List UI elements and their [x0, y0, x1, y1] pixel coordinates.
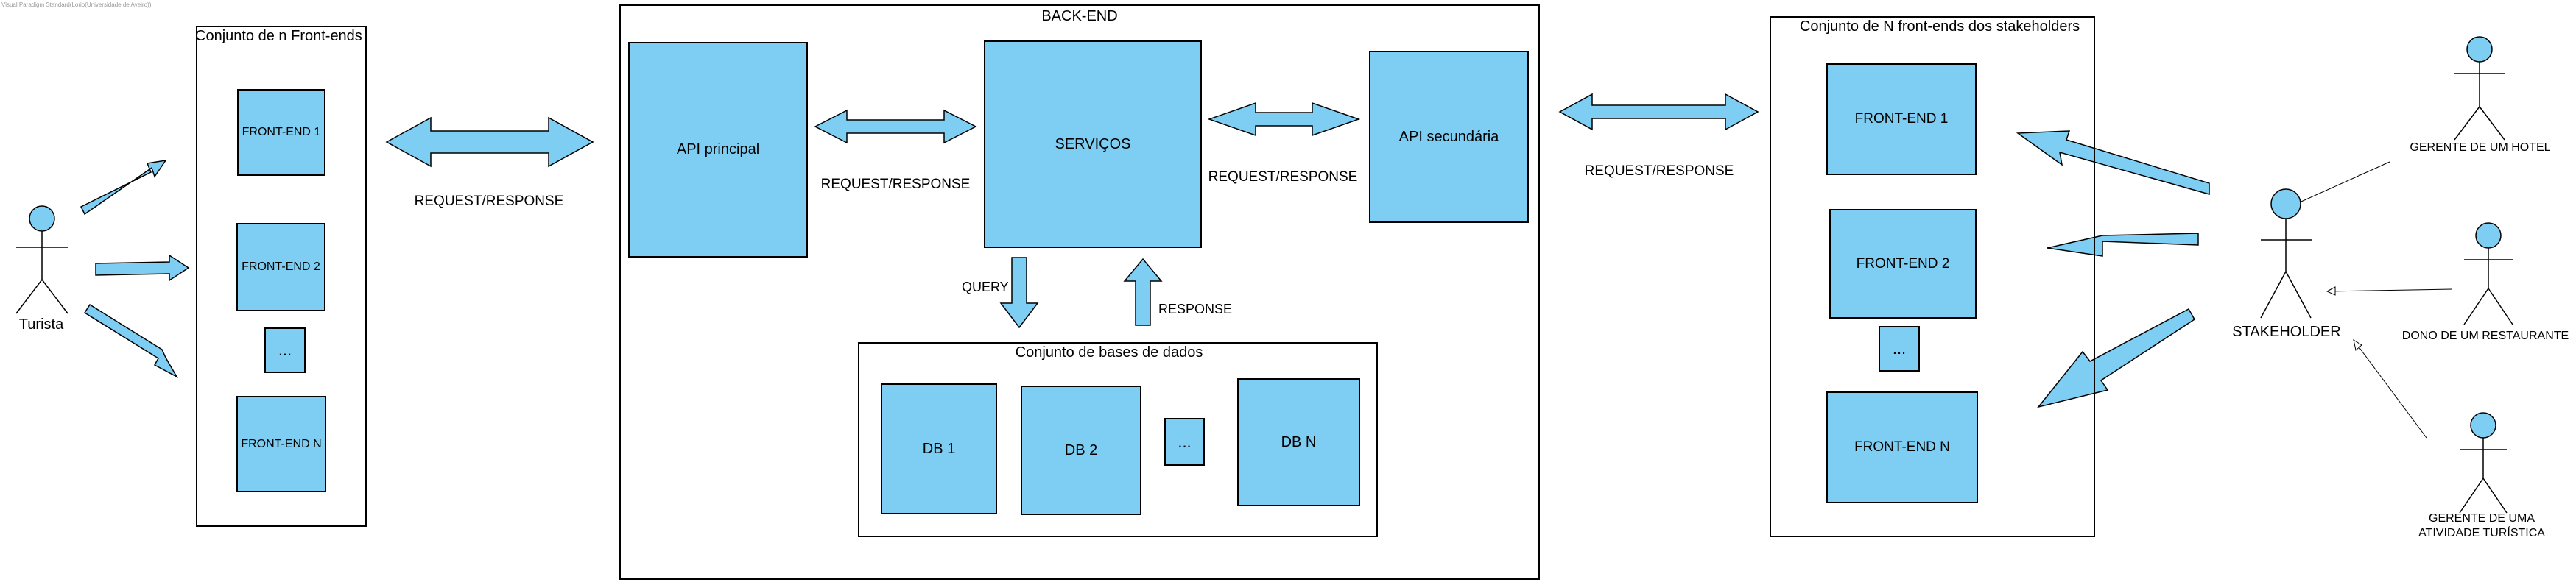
arrow-tourist-fe1	[80, 159, 167, 216]
db-1: DB 1	[881, 383, 997, 514]
databases-title: Conjunto de bases de dados	[1015, 344, 1203, 361]
backend-title: BACK-END	[1041, 8, 1118, 24]
db-n: DB N	[1237, 378, 1360, 506]
right-link-label: REQUEST/RESPONSE	[1584, 163, 1734, 179]
stakeholder-actor-figure	[2260, 188, 2312, 319]
tourist-actor-label: Turista	[18, 316, 64, 333]
link-hotel-stakeholder	[2287, 161, 2390, 208]
restaurant-owner-figure	[2463, 222, 2513, 325]
watermark: Visual Paradigm Standard(Lorio(Universid…	[1, 1, 152, 8]
tourist-frontend-2: FRONT-END 2	[236, 223, 325, 311]
arrow-stakeholder-fe2	[2047, 233, 2199, 257]
arrow-stakeholder-fen	[2037, 308, 2196, 408]
arrow-tourist-fe2	[95, 254, 190, 282]
stakeholder-frontend-ellipsis: ...	[1879, 326, 1920, 372]
db-2: DB 2	[1021, 386, 1141, 515]
link-activity-stakeholder	[2353, 339, 2427, 439]
hotel-manager-label: GERENTE DE UM HOTEL	[2410, 141, 2551, 154]
services-api2-link-label: REQUEST/RESPONSE	[1208, 169, 1358, 185]
backend-frame	[619, 4, 1540, 580]
double-arrow-left	[385, 116, 594, 168]
activity-manager-figure	[2459, 412, 2508, 514]
restaurant-owner-label: DONO DE UM RESTAURANTE	[2401, 330, 2569, 342]
stakeholder-frontend-n: FRONT-END N	[1826, 391, 1978, 503]
left-link-label: REQUEST/RESPONSE	[414, 194, 564, 209]
stakeholder-frontend-1: FRONT-END 1	[1826, 63, 1977, 175]
servicos: SERVIÇOS	[984, 40, 1202, 248]
tourist-frontend-ellipsis: ...	[264, 327, 306, 373]
stakeholder-frontends-group	[1770, 16, 2095, 537]
arrow-response	[1123, 258, 1163, 326]
stakeholder-actor-label: STAKEHOLDER	[2232, 324, 2341, 340]
response-label: RESPONSE	[1158, 302, 1233, 316]
tourist-actor-figure	[15, 205, 68, 314]
db-ellipsis: ...	[1164, 418, 1205, 466]
tourist-frontends-title: Conjunto de n Front-ends	[195, 28, 362, 44]
stakeholder-frontends-title: Conjunto de N front-ends dos stakeholder…	[1799, 18, 2080, 35]
arrow-tourist-fen	[83, 303, 178, 378]
activity-manager-label-line2: ATIVIDADE TURÍSTICA	[2418, 527, 2545, 539]
link-restaurant-stakeholder	[2326, 288, 2453, 292]
double-arrow-services-api2	[1207, 102, 1361, 137]
api-services-link-label: REQUEST/RESPONSE	[820, 177, 971, 192]
double-arrow-right	[1558, 93, 1759, 131]
query-label: QUERY	[962, 280, 1009, 294]
tourist-frontend-1: FRONT-END 1	[237, 89, 325, 176]
databases-group	[858, 342, 1378, 537]
double-arrow-api-services	[814, 109, 977, 144]
api-secundaria: API secundária	[1369, 51, 1529, 223]
tourist-frontends-group	[196, 26, 367, 527]
activity-manager-label-line1: GERENTE DE UMA	[2428, 512, 2535, 525]
hotel-manager-figure	[2454, 36, 2505, 141]
stakeholder-frontend-2: FRONT-END 2	[1829, 209, 1977, 319]
api-principal: API principal	[628, 42, 808, 258]
arrow-stakeholder-fe1	[2016, 130, 2210, 195]
tourist-frontend-n: FRONT-END N	[236, 396, 326, 492]
arrow-query	[999, 257, 1039, 329]
